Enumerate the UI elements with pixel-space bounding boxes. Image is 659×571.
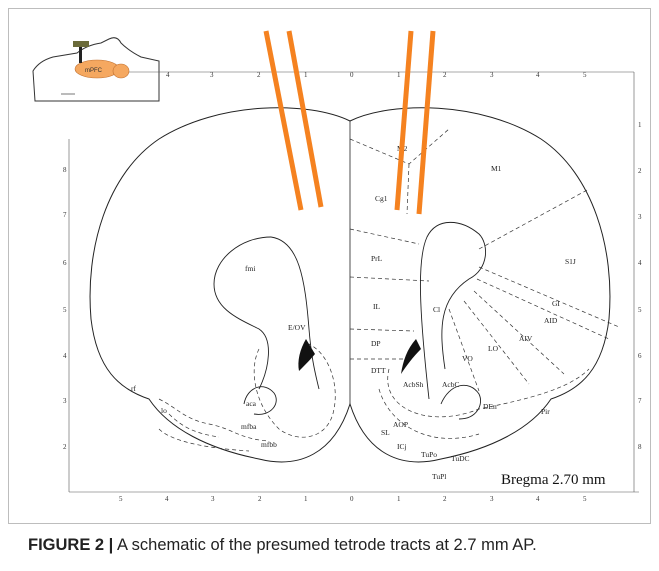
label-aca: aca xyxy=(246,399,257,408)
label-il: IL xyxy=(373,302,380,311)
tetrode-tract xyxy=(419,31,433,214)
brain-atlas-diagram: mPFC 4 3 2 1 0 1 2 3 4 5 5 4 3 2 1 0 1 2… xyxy=(9,9,652,525)
label-e-ov: E/OV xyxy=(288,323,306,332)
left-tick: 2 xyxy=(63,443,67,451)
label-aid: AID xyxy=(544,316,558,325)
electrode-icon xyxy=(73,41,89,47)
label-mfbb: mfbb xyxy=(261,440,277,449)
label-cl: Cl xyxy=(433,305,440,314)
left-tick: 7 xyxy=(63,211,67,219)
label-s1j: S1J xyxy=(565,257,576,266)
figure-label: FIGURE 2 | xyxy=(28,536,113,554)
tetrode-tract xyxy=(397,31,411,210)
top-tick: 2 xyxy=(257,71,261,79)
label-den: DEn xyxy=(483,402,497,411)
top-tick: 4 xyxy=(166,71,170,79)
bottom-tick: 4 xyxy=(165,495,169,503)
right-tick: 1 xyxy=(638,121,642,129)
top-tick: 0 xyxy=(350,71,354,79)
bottom-tick: 3 xyxy=(490,495,494,503)
label-tupl: TuPl xyxy=(432,472,446,481)
ventricle-right xyxy=(401,339,421,374)
right-hemisphere-structures xyxy=(420,222,485,419)
top-tick: 4 xyxy=(536,71,540,79)
label-m1: M1 xyxy=(491,164,502,173)
figure-frame: mPFC 4 3 2 1 0 1 2 3 4 5 5 4 3 2 1 0 1 2… xyxy=(8,8,651,524)
left-tick: 4 xyxy=(63,352,67,360)
label-dp: DP xyxy=(371,339,381,348)
label-acbsh: AcbSh xyxy=(403,380,424,389)
label-sl: SL xyxy=(381,428,390,437)
top-tick: 1 xyxy=(397,71,401,79)
label-gi: GI xyxy=(552,299,560,308)
label-aiv: AIV xyxy=(519,334,533,343)
top-tick: 2 xyxy=(443,71,447,79)
right-tick: 5 xyxy=(638,306,642,314)
label-pir: Pir xyxy=(541,407,550,416)
label-icj: ICj xyxy=(397,442,407,451)
right-tick: 4 xyxy=(638,259,642,267)
bottom-tick: 5 xyxy=(583,495,587,503)
right-tick: 8 xyxy=(638,443,642,451)
rat-head-inset: mPFC xyxy=(33,38,159,101)
right-hemisphere-boundaries xyxy=(350,129,619,438)
left-axis: 8 7 6 5 4 3 2 xyxy=(63,139,69,492)
top-tick: 3 xyxy=(210,71,214,79)
ventricle-left xyxy=(298,339,315,371)
figure-caption: FIGURE 2 | A schematic of the presumed t… xyxy=(28,536,648,555)
bottom-tick: 1 xyxy=(397,495,401,503)
label-lo-left: lo xyxy=(161,406,167,415)
inset-mpfc-label: mPFC xyxy=(85,68,103,74)
right-tick: 6 xyxy=(638,352,642,360)
label-rf: rf xyxy=(131,384,136,393)
label-prl: PrL xyxy=(371,254,383,263)
label-dtt: DTT xyxy=(371,366,386,375)
right-tick: 7 xyxy=(638,397,642,405)
label-acbc: AcbC xyxy=(442,380,460,389)
label-cg1: Cg1 xyxy=(375,194,388,203)
right-tick: 2 xyxy=(638,167,642,175)
bottom-tick: 3 xyxy=(211,495,215,503)
region-labels: fmi E/OV aca lo rf mfba mfbb M2 Cg1 PrL … xyxy=(131,144,576,481)
label-fmi: fmi xyxy=(245,264,255,273)
bregma-label: Bregma 2.70 mm xyxy=(501,472,606,488)
label-aop: AOP xyxy=(393,420,408,429)
top-axis: 4 3 2 1 0 1 2 3 4 5 xyxy=(129,71,634,79)
label-tudc: TuDC xyxy=(451,454,470,463)
top-tick: 3 xyxy=(490,71,494,79)
bottom-axis: 5 4 3 2 1 0 1 2 3 4 5 xyxy=(69,492,639,503)
bottom-tick: 2 xyxy=(258,495,262,503)
right-axis: 1 2 3 4 5 6 7 8 xyxy=(634,72,642,492)
label-mfba: mfba xyxy=(241,422,257,431)
top-tick: 5 xyxy=(583,71,587,79)
top-tick: 1 xyxy=(304,71,308,79)
right-tick: 3 xyxy=(638,213,642,221)
bottom-tick: 5 xyxy=(119,495,123,503)
label-vo: VO xyxy=(462,354,473,363)
bottom-tick: 0 xyxy=(350,495,354,503)
label-lo: LO xyxy=(488,344,499,353)
left-tick: 6 xyxy=(63,259,67,267)
bottom-tick: 2 xyxy=(443,495,447,503)
bottom-tick: 1 xyxy=(304,495,308,503)
left-tick: 5 xyxy=(63,306,67,314)
label-tupo: TuPo xyxy=(421,450,437,459)
bottom-tick: 4 xyxy=(536,495,540,503)
left-tick: 3 xyxy=(63,397,67,405)
caption-text: A schematic of the presumed tetrode trac… xyxy=(113,536,536,554)
left-tick: 8 xyxy=(63,166,67,174)
